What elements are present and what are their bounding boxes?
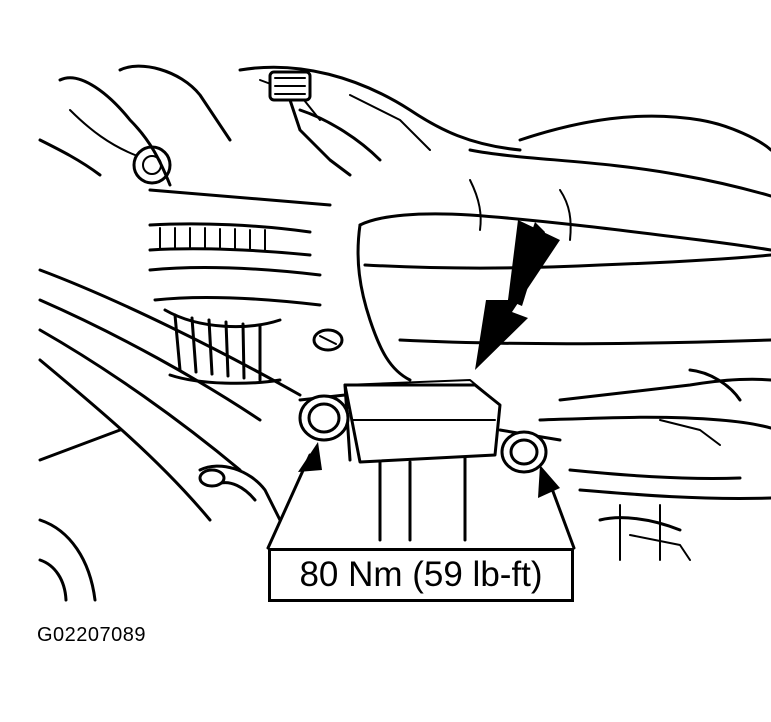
engine-upper-outline [38,64,771,198]
mount-bracket [298,379,562,542]
right-pointer-arrowhead-icon [538,465,560,498]
frame-rail-left [38,268,302,522]
torque-callout-box: 80 Nm (59 lb-ft) [268,548,574,602]
engine-right-outline [538,368,771,561]
lower-pipe [198,464,282,522]
lifting-eye [132,145,172,185]
lower-left-outline [38,518,97,602]
engine-casting [356,179,771,382]
torque-callout-text: 80 Nm (59 lb-ft) [299,555,543,594]
bolt-pointer-arrows [266,442,576,550]
left-mount-bolt-icon [298,394,350,442]
indicator-arrow-shaft [508,222,545,306]
sensor-connector [268,70,352,177]
left-pointer-arrowhead-icon [298,442,322,472]
belt-pulley-assembly [148,188,332,307]
figure-id-label: G02207089 [37,624,147,646]
right-mount-bolt-icon [500,430,548,474]
upper-small-bolt [312,328,344,352]
